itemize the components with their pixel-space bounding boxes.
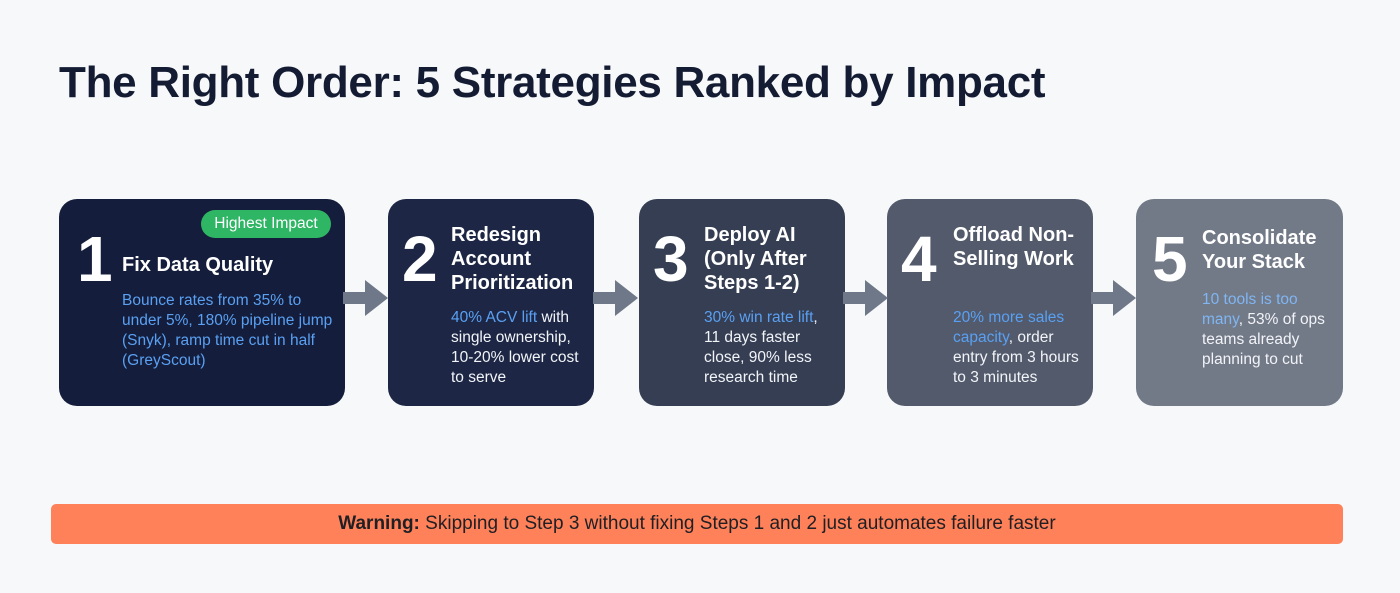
step-heading: Deploy AI (Only After Steps 1-2) [704,224,807,294]
arrow-right-icon [593,280,638,316]
warning-banner: Warning: Skipping to Step 3 without fixi… [51,504,1343,544]
arrow-right-icon [843,280,888,316]
step-description: 10 tools is too many, 53% of ops teams a… [1202,290,1337,370]
step-description: 20% more sales capacity, order entry fro… [953,308,1089,388]
step-highlight: 10 tools is too many [1202,291,1298,328]
highest-impact-badge: Highest Impact [201,210,331,238]
warning-text: Skipping to Step 3 without fixing Steps … [419,513,1056,534]
step-description: 40% ACV lift with single ownership, 10-2… [451,308,591,388]
step-highlight: 20% more sales capacity [953,309,1065,346]
step-card-5: 5 Consolidate Your Stack 10 tools is too… [1136,199,1343,406]
step-card-1: 1 Highest Impact Fix Data Quality Bounce… [59,199,345,406]
step-heading: Fix Data Quality [122,254,274,276]
step-number: 2 [402,223,438,295]
step-text: , 53% of ops teams already planning to c… [1202,311,1325,368]
arrow-right-icon [343,280,388,316]
step-highlight: Bounce rates from 35% to under 5%, 180% … [122,292,333,369]
arrow-right-icon [1091,280,1136,316]
step-number: 5 [1152,223,1188,295]
step-highlight: 40% ACV lift [451,309,538,326]
warning-label: Warning: [338,513,420,534]
step-text: , 11 days faster close, 90% less researc… [704,309,818,386]
page-title: The Right Order: 5 Strategies Ranked by … [59,58,1046,107]
step-heading: Offload Non-Selling Work [953,224,1075,270]
step-heading: Redesign Account Prioritization [451,224,574,294]
step-description: Bounce rates from 35% to under 5%, 180% … [122,291,337,371]
step-number: 1 [77,223,113,295]
step-card-2: 2 Redesign Account Prioritization 40% AC… [388,199,594,406]
step-text: with single ownership, 10-20% lower cost… [451,309,579,386]
step-card-3: 3 Deploy AI (Only After Steps 1-2) 30% w… [639,199,845,406]
step-number: 3 [653,223,689,295]
step-description: 30% win rate lift, 11 days faster close,… [704,308,834,388]
step-highlight: 30% win rate lift [704,309,814,326]
step-card-4: 4 Offload Non-Selling Work 20% more sale… [887,199,1093,406]
step-heading: Consolidate Your Stack [1202,227,1317,273]
step-number: 4 [901,223,937,295]
step-text: , order entry from 3 hours to 3 minutes [953,329,1079,386]
